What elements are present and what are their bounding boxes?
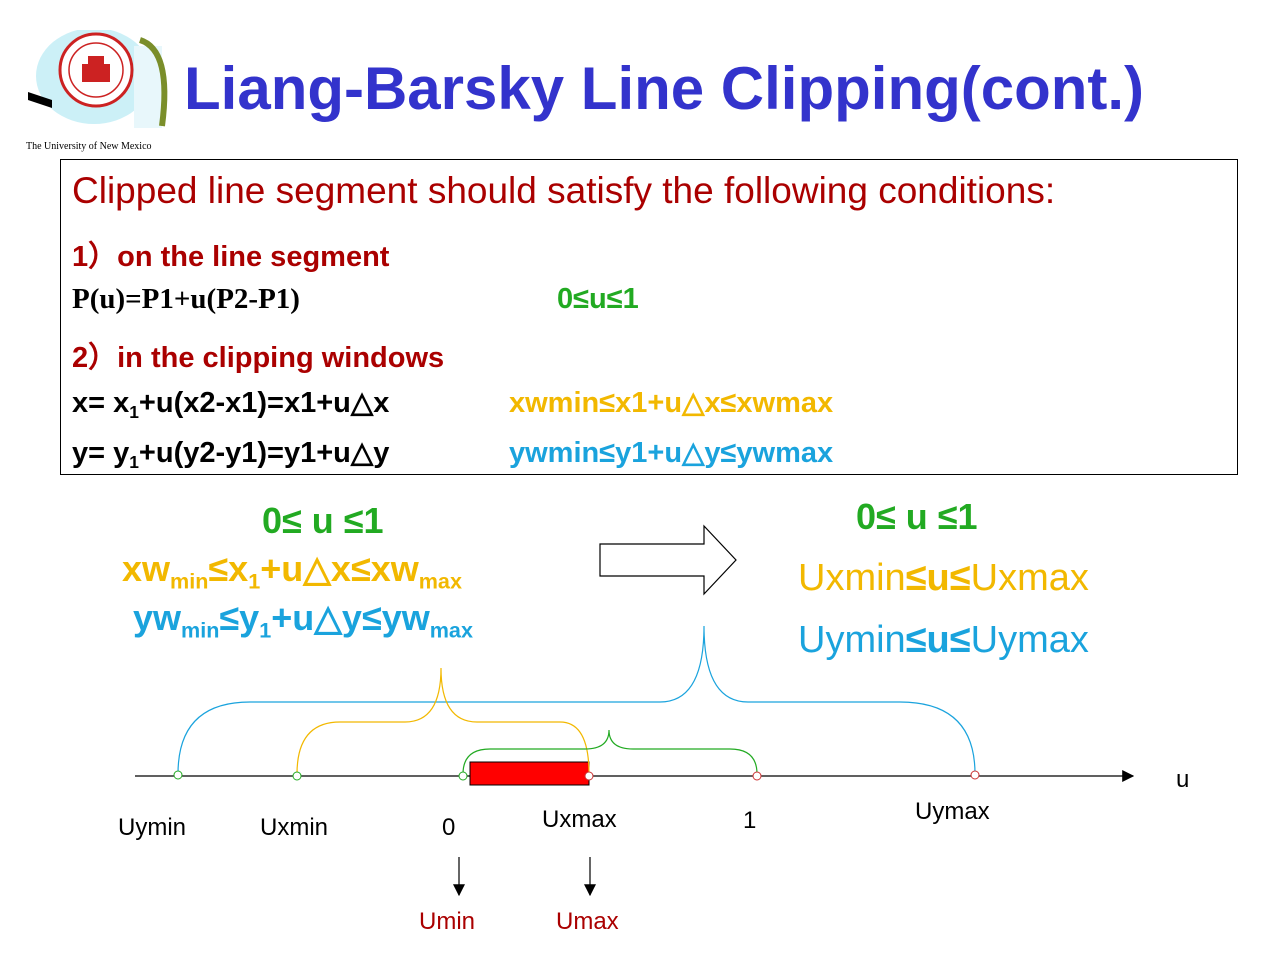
uymin-point (173, 770, 183, 780)
axis-label-uxmin: Uxmin (260, 814, 329, 841)
condition-2-heading: 2）in the clipping windows (72, 342, 445, 374)
left-x-inequality: xwmin≤x1+u△x≤xwmax (122, 548, 462, 594)
zero-point (458, 771, 468, 781)
clipped-segment (469, 761, 590, 786)
unit-range-brace (462, 729, 758, 775)
y-range-brace (177, 625, 976, 775)
right-x-range: Uxmin≤u≤Uxmax (798, 557, 1089, 599)
x-equation: x= x1+u(x2-x1)=x1+u△x (72, 387, 390, 423)
axis-label-uxmax: Uxmax (542, 806, 617, 833)
conditions-box (60, 159, 1238, 475)
page-title: Liang-Barsky Line Clipping(cont.) (184, 55, 1145, 122)
condition-1-heading: 1）on the line segment (72, 241, 390, 273)
uymax-point (970, 770, 980, 780)
parametric-equation: P(u)=P1+u(P2-P1) (72, 283, 300, 315)
uxmax-point (584, 771, 594, 781)
y-window-inequality: ywmin≤y1+u△y≤ywmax (509, 437, 834, 469)
implication-arrow-icon (599, 524, 737, 596)
right-y-range: Uymin≤u≤Uymax (798, 619, 1089, 661)
left-u-range: 0≤ u ≤1 (262, 500, 384, 541)
axis-label-uymin: Uymin (118, 814, 187, 841)
x-range-brace (296, 667, 590, 775)
umax-label: Umax (556, 908, 619, 935)
one-point (752, 771, 762, 781)
logo-caption: The University of New Mexico (26, 141, 152, 152)
parametric-range: 0≤u≤1 (557, 283, 639, 315)
conditions-intro: Clipped line segment should satisfy the … (72, 170, 1056, 211)
left-y-inequality: ywmin≤y1+u△y≤ywmax (133, 597, 473, 643)
university-logo (28, 30, 168, 128)
uxmin-point (292, 771, 302, 781)
axis-label-uymax: Uymax (915, 798, 990, 825)
y-equation: y= y1+u(y2-y1)=y1+u△y (72, 437, 390, 473)
umin-label: Umin (419, 908, 476, 935)
axis-label-zero: 0 (442, 814, 456, 841)
axis-variable-label: u (1176, 766, 1190, 793)
right-u-range: 0≤ u ≤1 (856, 496, 978, 537)
x-window-inequality: xwmin≤x1+u△x≤xwmax (509, 387, 834, 419)
axis-label-one: 1 (743, 807, 757, 834)
